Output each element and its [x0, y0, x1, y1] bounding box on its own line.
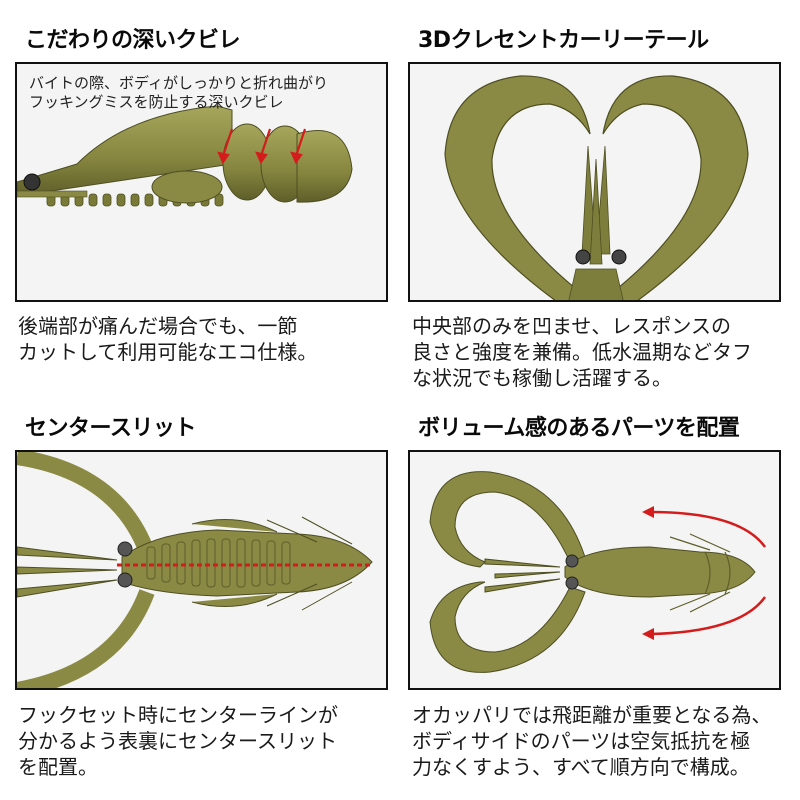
caption-volume-parts: オカッパリでは飛距離が重要となる為、 ボディサイドのパーツは空気抵抗を極 力なく… [412, 703, 772, 779]
section-title-3d-crescent-tail: 3Dクレセントカーリーテール [418, 28, 709, 53]
lure-side-view-illustration [17, 64, 386, 300]
section-title-center-slit: センタースリット [25, 416, 196, 441]
section-title-volume-parts: ボリューム感のあるパーツを配置 [418, 416, 740, 441]
panel-note: バイトの際、ボディがしっかりと折れ曲がり フッキングミスを防止する深いクビレ [29, 74, 328, 111]
section-title-deep-constriction: こだわりの深いクビレ [25, 28, 241, 53]
heart-tail-illustration [410, 64, 779, 300]
lure-top-view-centerline-illustration [17, 452, 386, 688]
image-panel-deep-constriction: バイトの際、ボディがしっかりと折れ曲がり フッキングミスを防止する深いクビレ [15, 62, 388, 302]
caption-deep-constriction: 後端部が痛んだ場合でも、一節 カットして利用可能なエコ仕様。 [18, 314, 318, 364]
lure-top-view-arrows-illustration [410, 452, 779, 688]
image-panel-center-slit [15, 450, 388, 690]
image-panel-volume-parts [408, 450, 781, 690]
caption-center-slit: フックセット時にセンターラインが 分かるよう表裏にセンタースリット を配置。 [18, 703, 338, 779]
image-panel-3d-crescent-tail [408, 62, 781, 302]
caption-3d-crescent-tail: 中央部のみを凹ませ、レスポンスの 良さと強度を兼備。低水温期などタフ な状況でも… [412, 314, 752, 390]
